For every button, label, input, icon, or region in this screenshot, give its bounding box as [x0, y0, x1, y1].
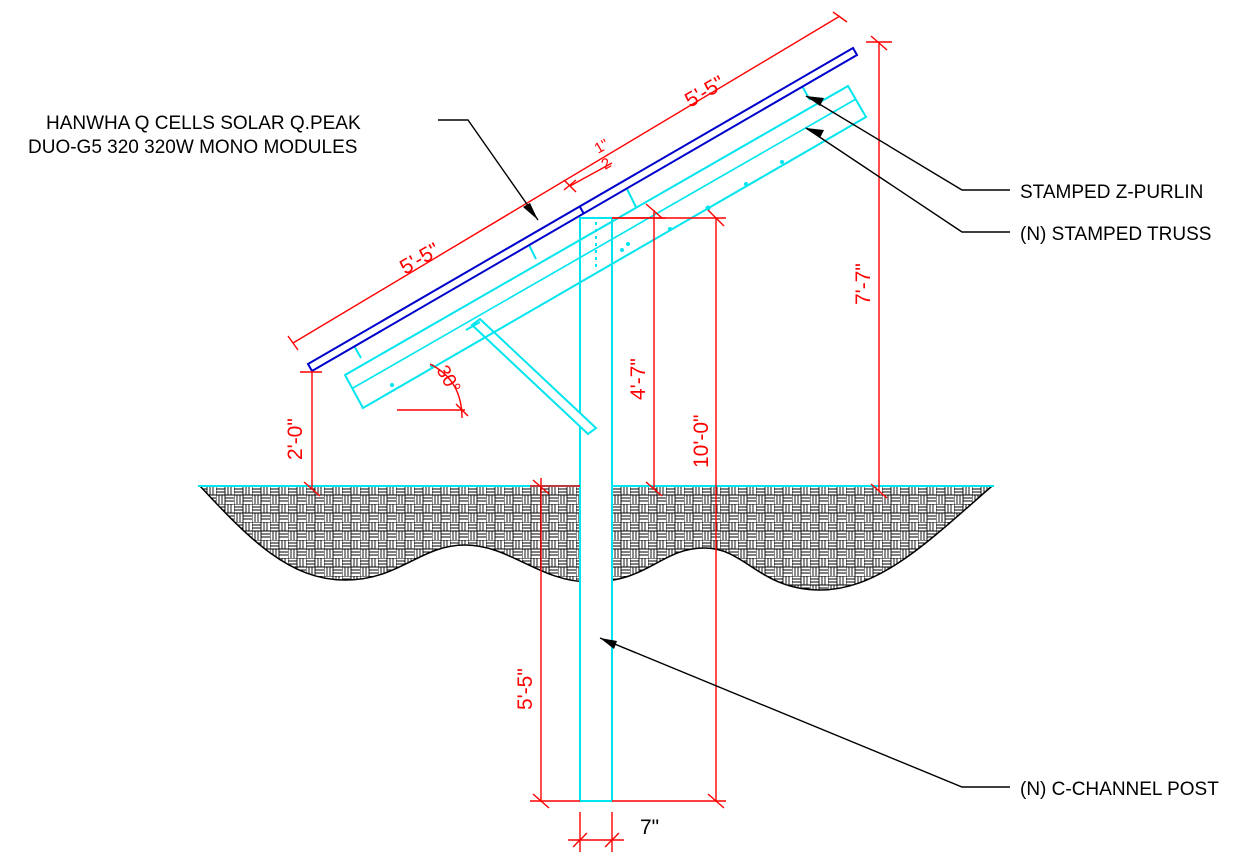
c-channel-post [579, 217, 613, 802]
truss-inner-edge [352, 98, 857, 389]
purlin-label: STAMPED Z-PURLIN [1020, 182, 1203, 203]
low-edge-height-dim: 2'-0" [284, 418, 307, 460]
post-length-dim: 10'-0" [690, 415, 713, 469]
truss-label: (N) STAMPED TRUSS [1020, 224, 1211, 245]
module-joint [579, 206, 585, 215]
embed-depth-dim: 5'-5" [514, 668, 537, 710]
module-left-length-dim: 5'-5" [396, 238, 444, 279]
leader-lines [438, 95, 1010, 788]
truss-holes [390, 160, 784, 387]
module-right-length-dim: 5'-5" [681, 71, 729, 112]
post-label: (N) C-CHANNEL POST [1020, 779, 1219, 800]
diagonal-brace [470, 317, 598, 436]
dimension-lines [287, 11, 892, 852]
truss-height-dim: 4'-7" [627, 358, 650, 400]
module-label-line2: DUO-G5 320 320W MONO MODULES [28, 137, 357, 158]
high-edge-height-dim: 7'-7" [852, 263, 875, 305]
stamped-truss [343, 84, 868, 410]
module-gap-fraction: 2 [599, 155, 615, 174]
brace-tab [465, 321, 481, 331]
post-width-dim: 7" [640, 816, 659, 839]
module-label-line1: HANWHA Q CELLS SOLAR Q.PEAK [46, 113, 361, 134]
leader-arrowheads [523, 96, 824, 649]
